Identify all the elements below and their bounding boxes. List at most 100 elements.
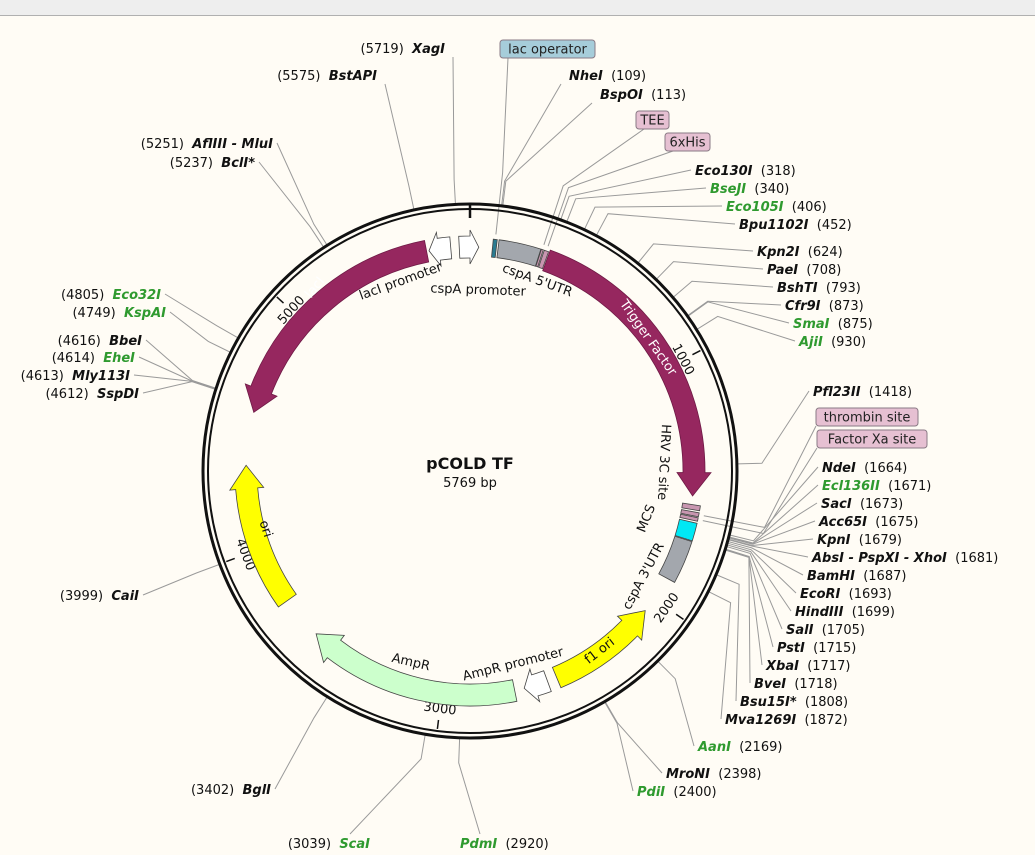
site-leader bbox=[726, 546, 783, 630]
site-bamhi[interactable]: BamHI (1687) bbox=[807, 569, 906, 584]
callout-thrombin-site[interactable]: thrombin site bbox=[815, 407, 919, 427]
site-paei[interactable]: PaeI (708) bbox=[767, 263, 841, 278]
site-bsu15i[interactable]: Bsu15I* (1808) bbox=[740, 695, 848, 710]
site-eco105i[interactable]: Eco105I (406) bbox=[726, 200, 827, 215]
feature-thrombin-site[interactable] bbox=[680, 509, 700, 518]
feature-factor-xa-site[interactable] bbox=[679, 513, 699, 522]
site-pdii[interactable]: PdiI (2400) bbox=[637, 785, 717, 800]
site-eco32i[interactable]: (4805) Eco32I bbox=[61, 288, 161, 303]
feature-f1-ori[interactable] bbox=[551, 610, 646, 689]
site-leader bbox=[729, 502, 818, 545]
site-name: BamHI bbox=[807, 569, 855, 584]
feature-laci-promoter[interactable] bbox=[428, 230, 453, 268]
feature-ampr[interactable] bbox=[315, 633, 518, 707]
feature-label-ori[interactable]: ori bbox=[256, 519, 275, 540]
feature-label-cspa-promoter[interactable]: cspA promoter bbox=[430, 281, 527, 299]
site-ehei[interactable]: (4614) EheI bbox=[52, 351, 135, 366]
site-leader bbox=[687, 300, 782, 316]
site-sspdi[interactable]: (4612) SspDI bbox=[45, 387, 139, 402]
site-bgli[interactable]: (3402) BglI bbox=[191, 783, 271, 798]
site-leader bbox=[276, 142, 328, 245]
site-leader bbox=[142, 564, 220, 596]
site-leader bbox=[728, 538, 814, 547]
site-bshti[interactable]: BshTI (793) bbox=[777, 281, 861, 296]
feature-laci[interactable] bbox=[244, 240, 430, 413]
feature-label-trigger-factor[interactable]: Trigger Factor bbox=[616, 297, 680, 380]
site-mva1269i[interactable]: Mva1269I (1872) bbox=[725, 713, 848, 728]
site-caii[interactable]: (3999) CaiI bbox=[60, 589, 139, 604]
site-bbei[interactable]: (4616) BbeI bbox=[58, 334, 143, 349]
site-position: (4749) bbox=[72, 306, 115, 321]
site-kspai[interactable]: (4749) KspAI bbox=[72, 306, 166, 321]
site-psti[interactable]: PstI (1715) bbox=[777, 641, 856, 656]
site-bpu1102i[interactable]: Bpu1102I (452) bbox=[739, 218, 852, 233]
site-bcli[interactable]: (5237) BclI* bbox=[170, 156, 255, 171]
feature-label-hrv-3c-site[interactable]: HRV 3C site bbox=[654, 424, 673, 501]
site-acc65i[interactable]: Acc65I (1675) bbox=[818, 515, 919, 530]
feature-ampr-promoter[interactable] bbox=[523, 667, 552, 703]
site-bseji[interactable]: BseJI (340) bbox=[710, 182, 789, 197]
feature-mcs[interactable] bbox=[674, 518, 698, 542]
site-aani[interactable]: AanI (2169) bbox=[697, 740, 782, 755]
site-position: (2400) bbox=[673, 785, 716, 800]
feature-label-mcs[interactable]: MCS bbox=[634, 503, 659, 535]
site-scai[interactable]: (3039) ScaI bbox=[288, 837, 370, 852]
callout-6xhis[interactable]: 6xHis bbox=[664, 132, 711, 152]
site-position: (3999) bbox=[60, 589, 103, 604]
site-bstapi[interactable]: (5575) BstAPI bbox=[277, 69, 377, 84]
site-absi-pspxi-xhoi[interactable]: AbsI - PspXI - XhoI (1681) bbox=[811, 551, 998, 566]
site-ecori[interactable]: EcoRI (1693) bbox=[800, 587, 892, 602]
callout-label: lac operator bbox=[508, 43, 587, 58]
plasmid-name: pCOLD TF bbox=[426, 454, 514, 473]
feature-hrv-3c-site[interactable] bbox=[681, 502, 701, 512]
site-name: Eco130I bbox=[695, 164, 753, 179]
feature-tee[interactable] bbox=[535, 248, 544, 268]
site-leader bbox=[349, 735, 426, 835]
feature-label-cspa-3utr[interactable]: cspA 3'UTR bbox=[620, 540, 668, 612]
callout-factor-xa-site[interactable]: Factor Xa site bbox=[816, 429, 928, 449]
site-leader bbox=[727, 542, 797, 594]
site-smai[interactable]: SmaI (875) bbox=[793, 317, 873, 332]
site-position: (1693) bbox=[849, 587, 892, 602]
site-xbai[interactable]: XbaI (1717) bbox=[765, 659, 850, 674]
site-pdmi[interactable]: PdmI (2920) bbox=[460, 837, 549, 852]
site-position: (1717) bbox=[807, 659, 850, 674]
site-eco130i[interactable]: Eco130I (318) bbox=[695, 164, 796, 179]
feature-cspa-promoter[interactable] bbox=[458, 229, 480, 265]
callout-leader bbox=[702, 447, 818, 535]
site-leader bbox=[605, 702, 663, 774]
callout-lac-operator[interactable]: lac operator bbox=[499, 39, 596, 59]
site-name: AbsI - PspXI - XhoI bbox=[811, 551, 947, 566]
site-cfr9i[interactable]: Cfr9I (873) bbox=[785, 299, 864, 314]
site-hindiii[interactable]: HindIII (1699) bbox=[795, 605, 895, 620]
site-leader bbox=[729, 520, 816, 545]
feature-cspa-5-utr[interactable] bbox=[496, 239, 542, 267]
feature-lac-operator[interactable] bbox=[491, 238, 498, 258]
feature-6xhis[interactable] bbox=[538, 249, 550, 270]
site-leader bbox=[133, 374, 216, 390]
site-ecl136ii[interactable]: Ecl136II (1671) bbox=[822, 479, 931, 494]
site-saci[interactable]: SacI (1673) bbox=[821, 497, 903, 512]
site-ndei[interactable]: NdeI (1664) bbox=[822, 461, 907, 476]
site-bvei[interactable]: BveI (1718) bbox=[754, 677, 838, 692]
site-mroni[interactable]: MroNI (2398) bbox=[666, 767, 762, 782]
site-position: (875) bbox=[838, 317, 873, 332]
feature-ori[interactable] bbox=[229, 464, 297, 608]
feature-label-ampr-promoter[interactable]: AmpR promoter bbox=[461, 645, 565, 685]
feature-trigger-factor[interactable] bbox=[542, 249, 712, 497]
site-kpni[interactable]: KpnI (1679) bbox=[817, 533, 902, 548]
callout-tee[interactable]: TEE bbox=[635, 110, 670, 130]
site-ajii[interactable]: AjiI (930) bbox=[798, 335, 866, 350]
site-nhei[interactable]: NheI (109) bbox=[569, 69, 646, 84]
site-mly113i[interactable]: (4613) Mly113I bbox=[21, 369, 131, 384]
tick-mark bbox=[675, 613, 684, 621]
site-afliii-mlui[interactable]: (5251) AflIII - MluI bbox=[141, 137, 273, 152]
site-sali[interactable]: SalI (1705) bbox=[786, 623, 865, 638]
site-xagi[interactable]: (5719) XagI bbox=[361, 42, 446, 57]
site-pfl23ii[interactable]: Pfl23II (1418) bbox=[813, 385, 912, 400]
site-kpn2i[interactable]: Kpn2I (624) bbox=[757, 245, 843, 260]
site-bspoi[interactable]: BspOI (113) bbox=[600, 88, 686, 103]
feature-cspa-3-utr[interactable] bbox=[658, 535, 693, 583]
site-leader bbox=[604, 702, 634, 792]
